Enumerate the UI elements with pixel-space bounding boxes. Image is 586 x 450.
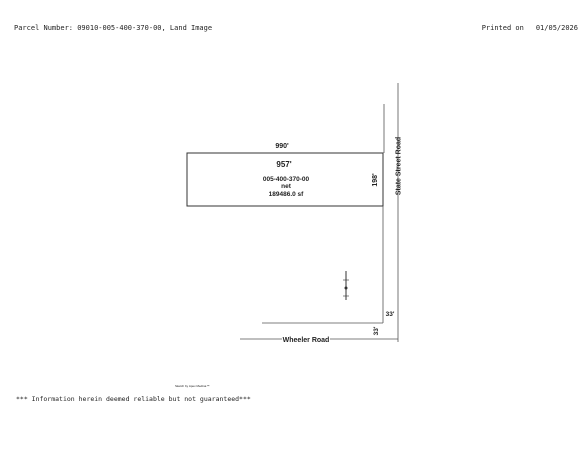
net-label: net (281, 183, 292, 190)
printed-date: 01/05/2026 (535, 24, 578, 32)
printed-label: Printed on (481, 24, 524, 32)
printed-on: Printed on 01/05/2026 (482, 24, 578, 32)
sketch-credit: Sketch by Apex Medina™ (175, 384, 210, 388)
parcel-header: Parcel Number: 09010-005-400-370-00, Lan… (14, 24, 213, 32)
road-offset-dimension: 33' (386, 311, 395, 318)
bottom-offset-dimension: 33' (373, 326, 380, 335)
area-label: 189486.0 sf (269, 191, 305, 198)
disclaimer: *** Information herein deemed reliable b… (16, 395, 251, 403)
state-street-road-label: State Street Road (396, 137, 403, 195)
north-arrow-icon (343, 271, 349, 300)
wheeler-road-label: Wheeler Road (283, 337, 330, 344)
inner-dimension: 957' (276, 160, 291, 169)
parcel-outline (186, 152, 384, 207)
top-dimension: 990' (275, 143, 289, 150)
side-dimension: 198' (372, 173, 379, 187)
parcel-id: 005-400-370-00 (263, 176, 310, 183)
